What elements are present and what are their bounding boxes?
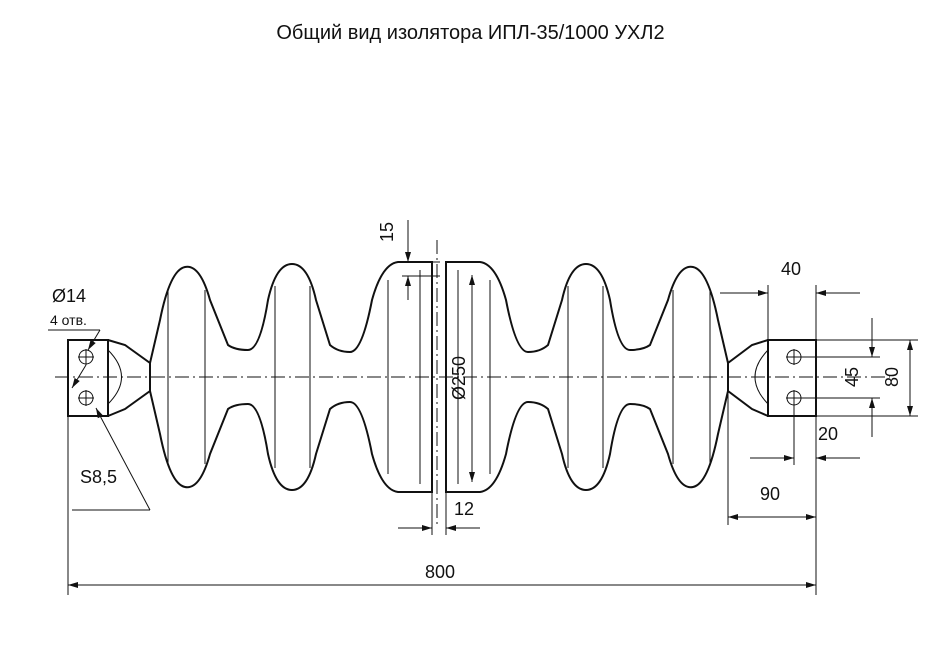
dim-shed-diameter: Ø250 — [449, 275, 475, 482]
dim-shed-thickness: 15 — [377, 220, 440, 300]
dim-80-label: 80 — [882, 367, 902, 387]
leader-hole: Ø14 4 отв. — [48, 286, 101, 389]
dim-s85-label: S8,5 — [80, 467, 117, 487]
dim-250-label: Ø250 — [449, 356, 469, 400]
dim-fitting-height: 80 — [816, 339, 918, 417]
shed-lines-left — [167, 270, 421, 484]
dim-14-label: Ø14 — [52, 286, 86, 306]
dim-hole-spacing: 45 — [800, 318, 880, 437]
dim-45-label: 45 — [842, 367, 862, 387]
dim-fitting-length: 90 — [727, 391, 816, 525]
dim-total-length: 800 — [67, 416, 817, 595]
dim-15-label: 15 — [377, 222, 397, 242]
dim-40-label: 40 — [781, 259, 801, 279]
dim-fitting-width: 40 — [720, 259, 860, 340]
left-fitting — [67, 339, 151, 417]
dim-20-label: 20 — [818, 424, 838, 444]
leader-plate: S8,5 — [72, 407, 151, 511]
dim-hole-offset: 20 — [750, 405, 860, 465]
right-fitting — [727, 339, 817, 417]
dim-800-label: 800 — [425, 562, 455, 582]
dim-90-label: 90 — [760, 484, 780, 504]
dim-12-label: 12 — [454, 499, 474, 519]
shed-lines-right — [457, 270, 711, 484]
dim-gap: 12 — [398, 492, 480, 535]
hole-count-label: 4 отв. — [50, 312, 87, 328]
drawing-title: Общий вид изолятора ИПЛ-35/1000 УХЛ2 — [276, 22, 665, 44]
